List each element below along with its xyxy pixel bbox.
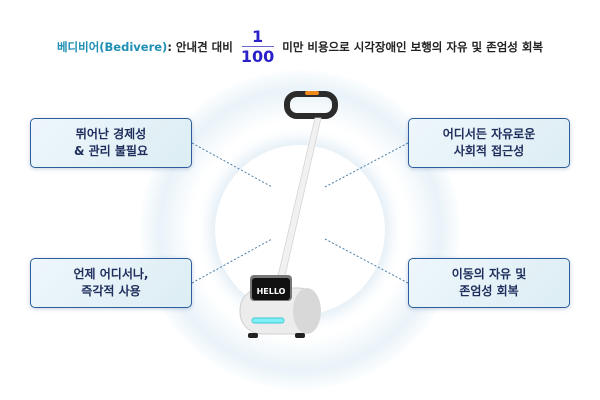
inner-ring	[215, 145, 385, 315]
feature-freedom-dignity: 이동의 자유 및 존엄성 회복	[408, 258, 570, 308]
robot-illustration: HELLO	[239, 91, 338, 338]
numerator: 1	[251, 27, 264, 46]
brand-name: 베디비어(Bedivere)	[56, 39, 168, 54]
feature-economy: 뛰어난 경제성 & 관리 불필요	[30, 118, 192, 168]
feature-label: 이동의 자유 및 존엄성 회복	[451, 267, 527, 298]
feature-accessibility: 어디서든 자유로운 사회적 접근성	[408, 118, 570, 168]
robot-screen-text: HELLO	[257, 287, 286, 296]
headline-part1: : 안내견 대비	[167, 39, 233, 54]
feature-label: 뛰어난 경제성 & 관리 불필요	[73, 127, 149, 158]
feature-label: 언제 어디서나, 즉각적 사용	[73, 267, 149, 298]
denominator: 100	[240, 47, 275, 66]
feature-instant-use: 언제 어디서나, 즉각적 사용	[30, 258, 192, 308]
feature-label: 어디서든 자유로운 사회적 접근성	[442, 127, 536, 158]
headline-part2: 미만 비용으로 시각장애인 보행의 자유 및 존엄성 회복	[282, 39, 544, 54]
